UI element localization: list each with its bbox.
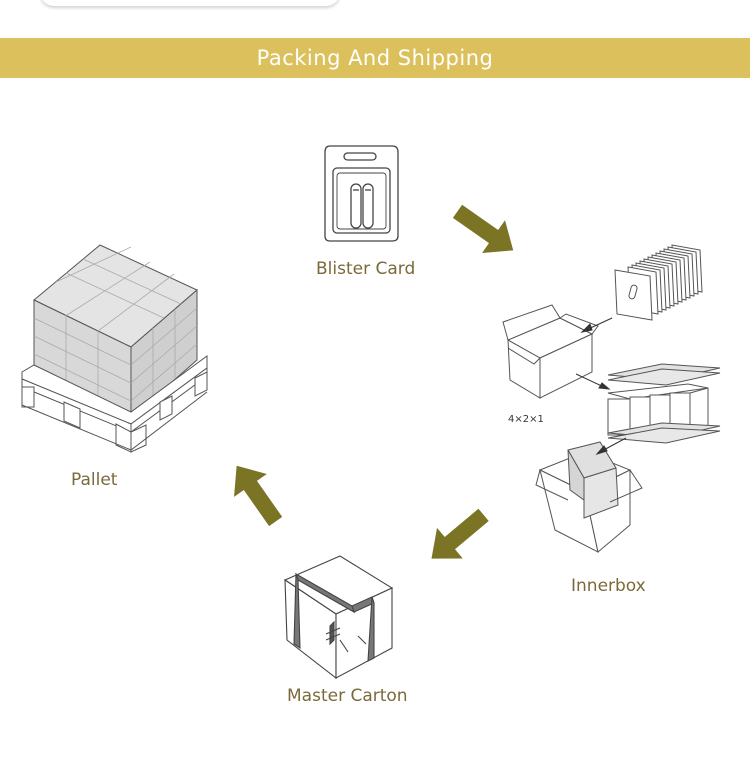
blister-card-illustration <box>324 145 399 242</box>
pallet-illustration <box>21 244 208 453</box>
section-title: Packing And Shipping <box>256 46 494 70</box>
master-carton-illustration <box>283 555 394 680</box>
master-carton-label: Master Carton <box>287 686 408 706</box>
innerbox-illustration <box>502 244 721 553</box>
top-decorative-tab <box>40 0 340 6</box>
quantity-note: 4×2×1 <box>508 414 544 425</box>
section-header-banner: Packing And Shipping <box>0 38 750 78</box>
flow-arrow-icon <box>452 204 514 253</box>
innerbox-label: Innerbox <box>571 576 646 596</box>
flow-arrow-icon <box>234 465 283 527</box>
blister-card-label: Blister Card <box>316 259 416 279</box>
pallet-label: Pallet <box>71 470 118 490</box>
flow-arrow-icon <box>431 508 489 559</box>
